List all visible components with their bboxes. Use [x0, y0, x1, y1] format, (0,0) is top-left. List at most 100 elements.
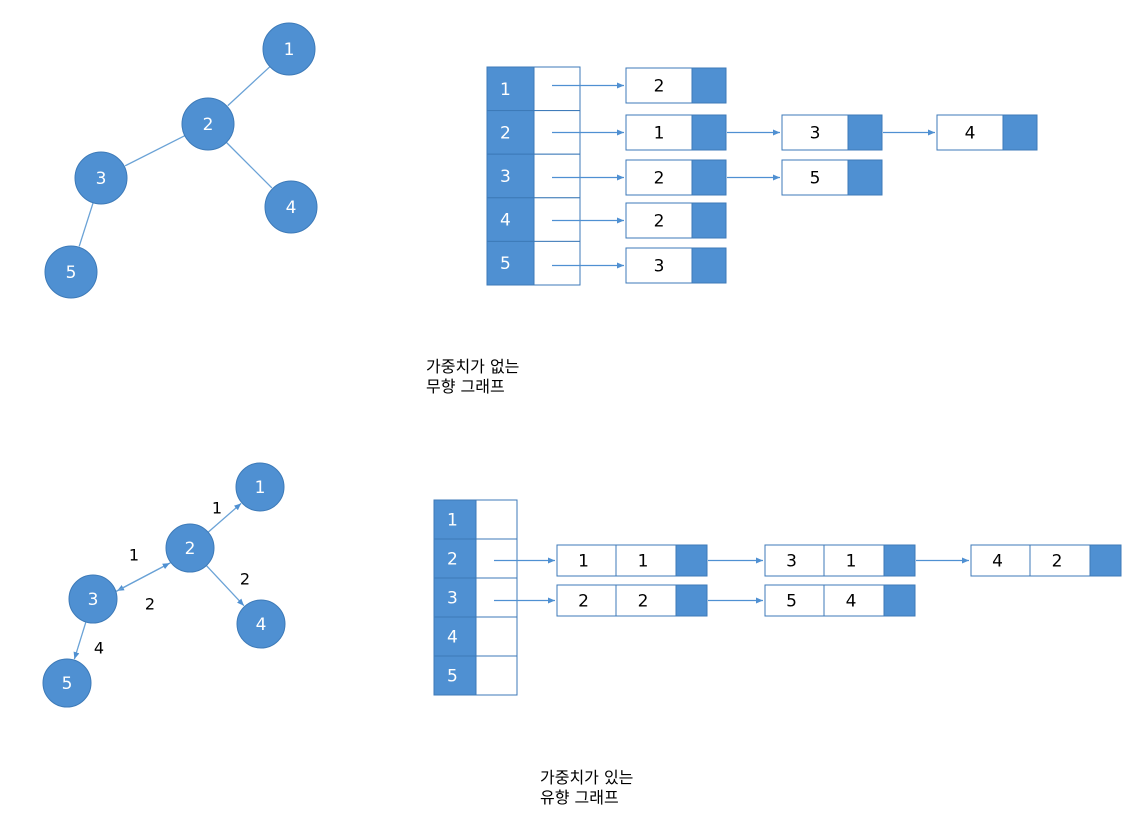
graph-edge-2-4 [225, 141, 273, 189]
list-node-value: 1 [846, 552, 857, 572]
node-circle [42, 658, 92, 708]
list-node-value: 1 [638, 552, 649, 572]
list-node-value-cell [781, 159, 849, 196]
list-node-value-cell [764, 584, 825, 617]
vertex-index-label: 3 [500, 167, 511, 187]
list-node-value: 2 [654, 212, 665, 232]
list-node-value: 3 [786, 552, 797, 572]
caption-line: 가중치가 있는 [540, 768, 634, 787]
graph-node: 2 [181, 97, 235, 151]
vertex-index-label: 2 [500, 123, 511, 143]
vertex-index-label: 1 [500, 80, 511, 100]
pointer-cell [475, 616, 518, 657]
graph-node: 1 [235, 462, 285, 512]
node-label: 4 [256, 615, 267, 635]
list-node-next-pointer [883, 584, 916, 617]
list-node-value: 2 [654, 77, 665, 97]
graph-node: 1 [262, 22, 316, 76]
node-label: 3 [96, 169, 107, 189]
list-node-value: 2 [654, 169, 665, 189]
graph-edge-2-4 [205, 565, 245, 607]
vertex-index-label: 5 [500, 254, 511, 274]
list-node-value-cell [625, 202, 693, 239]
vertex-index-label: 2 [447, 550, 458, 570]
vertex-index-cell [486, 197, 535, 242]
list-node-value-cell [625, 159, 693, 196]
node-circle [68, 574, 118, 624]
graph-edge-2-1 [207, 502, 242, 533]
list-node-next-pointer [847, 114, 883, 151]
list-node-next-pointer [691, 159, 727, 196]
caption-line: 유향 그래프 [540, 788, 619, 807]
list-node-next-pointer [883, 544, 916, 577]
node-label: 5 [62, 674, 73, 694]
vertex-index-cell [486, 153, 535, 199]
edge-weight-label: 1 [129, 546, 139, 565]
node-label: 4 [286, 198, 297, 218]
node-label: 2 [185, 539, 196, 559]
list-node-next-pointer [1089, 544, 1122, 577]
graph-edge-3-2 [115, 562, 171, 592]
graph-node: 3 [68, 574, 118, 624]
node-label: 5 [66, 263, 77, 283]
pointer-cell [475, 577, 518, 618]
list-node-value: 1 [654, 124, 665, 144]
edge-weight-label: 2 [240, 570, 250, 589]
vertex-index-cell [486, 66, 535, 112]
list-node-value: 4 [965, 124, 976, 144]
node-label: 1 [255, 478, 266, 498]
vertex-index-cell [433, 616, 477, 657]
list-node-value-cell [936, 114, 1004, 151]
graph-edge-3-5 [73, 621, 87, 660]
edge-weight-label: 1 [212, 499, 222, 518]
caption-line: 무향 그래프 [426, 377, 505, 396]
pointer-cell [533, 197, 581, 242]
node-circle [181, 97, 235, 151]
edge-weight-label: 4 [94, 639, 104, 658]
graph-edge-1-2 [227, 66, 271, 107]
vertex-index-label: 3 [447, 589, 458, 609]
list-node-value-cell [823, 584, 885, 617]
node-circle [235, 462, 285, 512]
list-node-value: 4 [992, 552, 1003, 572]
pointer-cell [475, 655, 518, 696]
list-node-value: 5 [810, 169, 821, 189]
node-circle [74, 151, 128, 205]
graph-edge-3-5 [78, 202, 94, 247]
pointer-cell [533, 66, 581, 112]
vertex-index-cell [433, 499, 477, 540]
node-circle [44, 245, 98, 299]
edge-weight-label: 2 [145, 595, 155, 614]
list-node-next-pointer [691, 114, 727, 151]
pointer-cell [475, 538, 518, 579]
pointer-cell [533, 240, 581, 286]
vertex-index-label: 1 [447, 511, 458, 531]
list-node-value: 1 [578, 552, 589, 572]
vertex-index-label: 5 [447, 667, 458, 687]
list-node-value: 5 [786, 592, 797, 612]
list-node-value-cell [970, 544, 1031, 577]
graph-node: 5 [42, 658, 92, 708]
list-node-next-pointer [691, 202, 727, 239]
list-node-value: 4 [846, 592, 857, 612]
list-node-value: 2 [1052, 552, 1063, 572]
vertex-index-cell [433, 655, 477, 696]
list-node-value: 2 [638, 592, 649, 612]
vertex-index-cell [486, 240, 535, 286]
graph-node: 4 [236, 599, 286, 649]
graph-node: 3 [74, 151, 128, 205]
graph-edge-2-3 [124, 135, 186, 167]
caption-directed-weighted: 가중치가 있는 유향 그래프 [540, 768, 633, 808]
vertex-index-label: 4 [447, 628, 458, 648]
list-node-value-cell [615, 584, 677, 617]
list-node-value: 3 [810, 124, 821, 144]
caption-line: 가중치가 없는 [426, 357, 520, 376]
node-circle [262, 22, 316, 76]
graph-node: 2 [165, 523, 215, 573]
list-node-next-pointer [675, 544, 708, 577]
list-node-next-pointer [691, 67, 727, 104]
node-label: 2 [203, 115, 214, 135]
